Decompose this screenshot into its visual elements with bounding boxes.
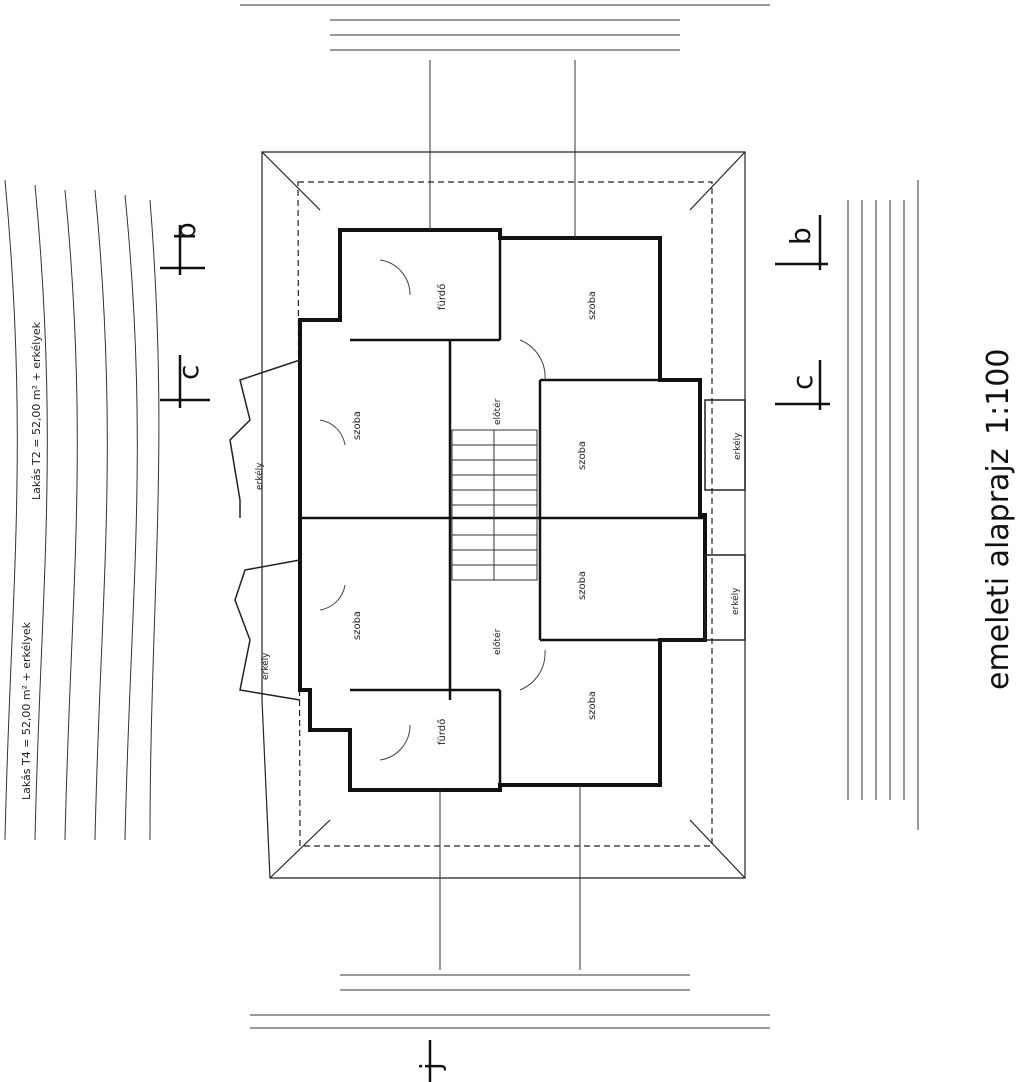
room-label: szoba xyxy=(352,411,363,440)
staircase xyxy=(451,429,538,581)
room-label: erkély xyxy=(254,462,265,490)
door-swings xyxy=(319,259,546,761)
hip-line xyxy=(261,151,321,211)
section-letter: c xyxy=(172,365,205,380)
room-label: erkély xyxy=(730,587,741,615)
room-label: fürdő xyxy=(436,719,448,745)
balconies xyxy=(229,359,746,701)
drawing-scale: 1:100 xyxy=(981,349,1016,435)
outer-walls xyxy=(298,228,707,792)
unit-label-bottom: Lakás T4 = 52,00 m² + erkélyek xyxy=(20,621,33,800)
room-label: előtér xyxy=(492,398,503,425)
room-label: szoba xyxy=(577,441,588,470)
hip-line xyxy=(269,819,331,879)
unit-label-top: Lakás T2 = 52,00 m² + erkélyek xyxy=(30,321,43,500)
section-letter: j xyxy=(414,1062,447,1071)
room-label: előtér xyxy=(492,628,503,655)
room-label: erkély xyxy=(732,432,743,460)
hip-line xyxy=(689,151,746,211)
section-mark-b-left xyxy=(160,225,205,275)
inner-walls xyxy=(300,238,705,785)
room-label: szoba xyxy=(577,571,588,600)
dimension-lines xyxy=(240,4,919,1029)
hip-line xyxy=(689,819,746,879)
room-label: erkély xyxy=(260,652,271,680)
room-label: fürdő xyxy=(436,284,448,310)
section-mark-b-right xyxy=(775,215,828,270)
section-letter: c xyxy=(786,375,819,390)
roof-outline xyxy=(261,151,746,879)
room-label: szoba xyxy=(587,691,598,720)
section-letter: b xyxy=(784,227,817,245)
eaves-line xyxy=(297,181,713,847)
drawing-title: emeleti alaprajz xyxy=(981,448,1016,690)
section-mark-c-right xyxy=(775,360,830,410)
room-label: szoba xyxy=(587,291,598,320)
section-letter: b xyxy=(169,222,202,240)
room-label: szoba xyxy=(352,611,363,640)
dimension-lines-left xyxy=(4,179,160,841)
section-mark-c-left xyxy=(160,355,210,408)
